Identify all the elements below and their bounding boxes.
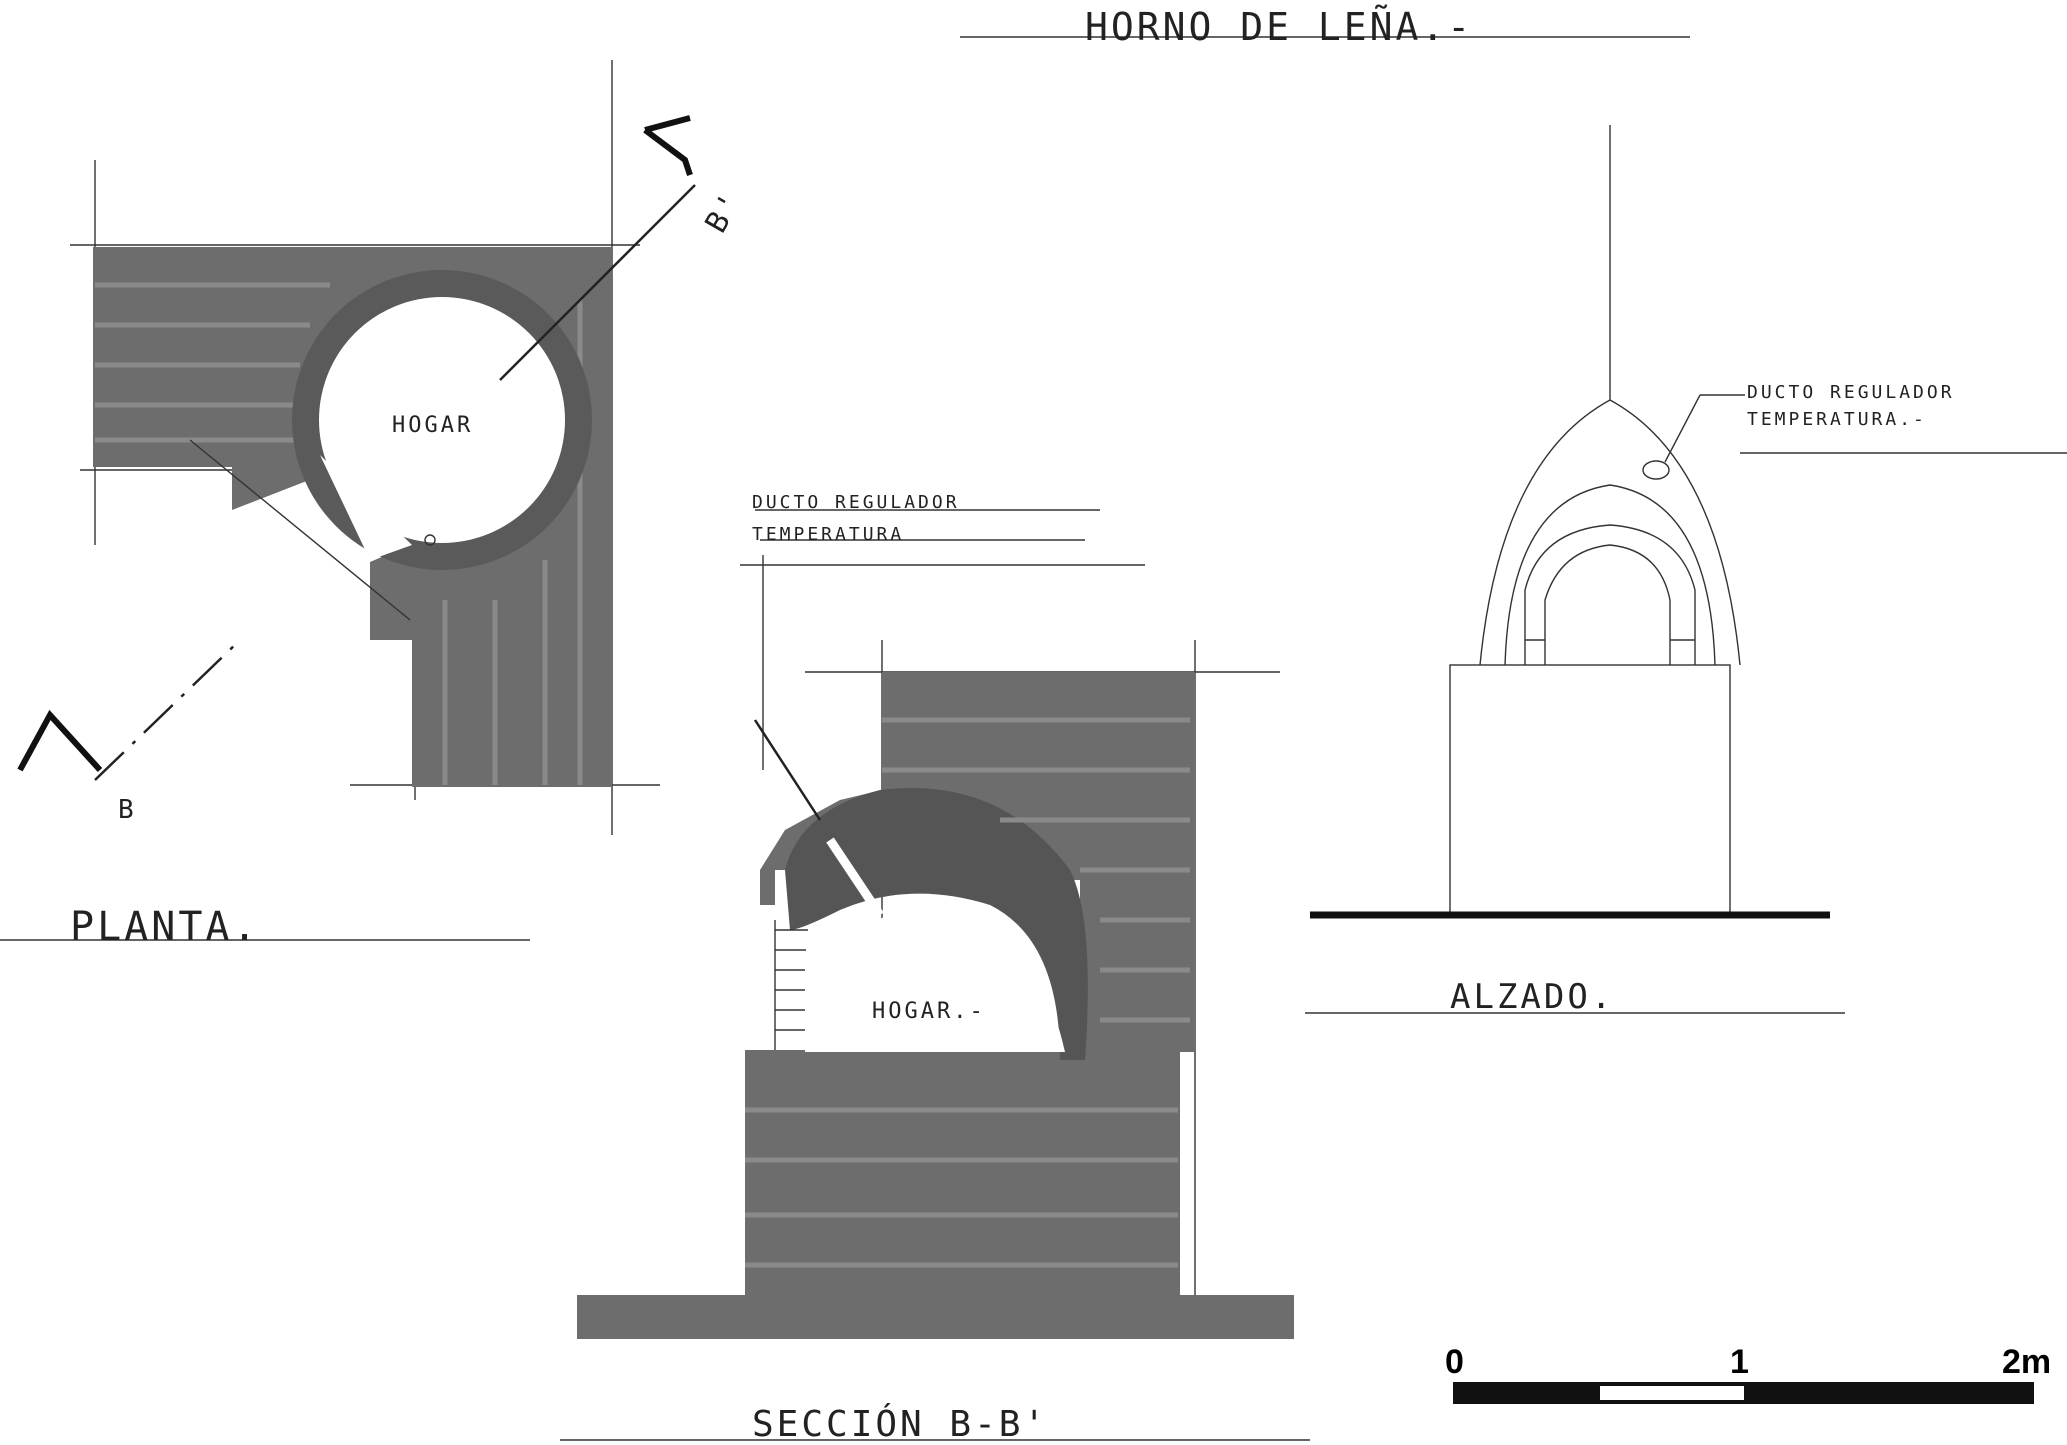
plan-hearth-label: HOGAR <box>392 413 473 438</box>
section-label: SECCIÓN B-B' <box>752 1403 1048 1445</box>
section-hearth <box>805 904 1065 1052</box>
elevation-duct-label-1: DUCTO REGULADOR <box>1747 382 1955 403</box>
section-dome <box>785 787 1088 1060</box>
elevation-base <box>1449 664 1731 916</box>
scale-bar: 0 1 2m <box>1445 1343 2051 1404</box>
elevation-duct-label-2: TEMPERATURA.- <box>1747 409 1927 430</box>
plan-view: HOGAR B' B PLANTA. <box>0 60 750 950</box>
section-hatching <box>745 1107 1178 1268</box>
section-mark-bottom: B <box>118 795 137 825</box>
section-mouth-steps <box>774 920 808 1050</box>
elevation-duct <box>1642 460 1670 480</box>
scale-tick-1: 1 <box>1730 1343 1749 1381</box>
section-duct-label-2: TEMPERATURA <box>752 524 904 545</box>
page-title: HORNO DE LEÑA.- <box>1085 5 1473 49</box>
elevation-dome <box>1479 399 1741 666</box>
plan-hearth <box>319 297 565 543</box>
section-pedestal <box>745 1050 1180 1297</box>
section-view: HOGAR.- DUCTO REGULADOR TEMPERATURA SECC… <box>560 492 1310 1445</box>
section-duct-leader <box>753 719 822 821</box>
scale-tick-0: 0 <box>1445 1343 1464 1381</box>
elevation-mouth <box>1544 544 1671 665</box>
elevation-label: ALZADO. <box>1450 977 1614 1017</box>
section-duct <box>826 837 884 918</box>
section-base-slab <box>577 1295 1294 1339</box>
title-group: HORNO DE LEÑA.- <box>960 5 1690 49</box>
section-mark-top: B' <box>699 185 750 239</box>
scale-tick-2: 2m <box>2002 1343 2051 1381</box>
plan-label: PLANTA. <box>70 904 260 950</box>
section-hearth-label: HOGAR.- <box>872 999 986 1024</box>
plan-section-line <box>17 115 696 781</box>
elevation-view: DUCTO REGULADOR TEMPERATURA.- ALZADO. <box>1305 125 2067 1017</box>
section-duct-label-1: DUCTO REGULADOR <box>752 492 960 513</box>
